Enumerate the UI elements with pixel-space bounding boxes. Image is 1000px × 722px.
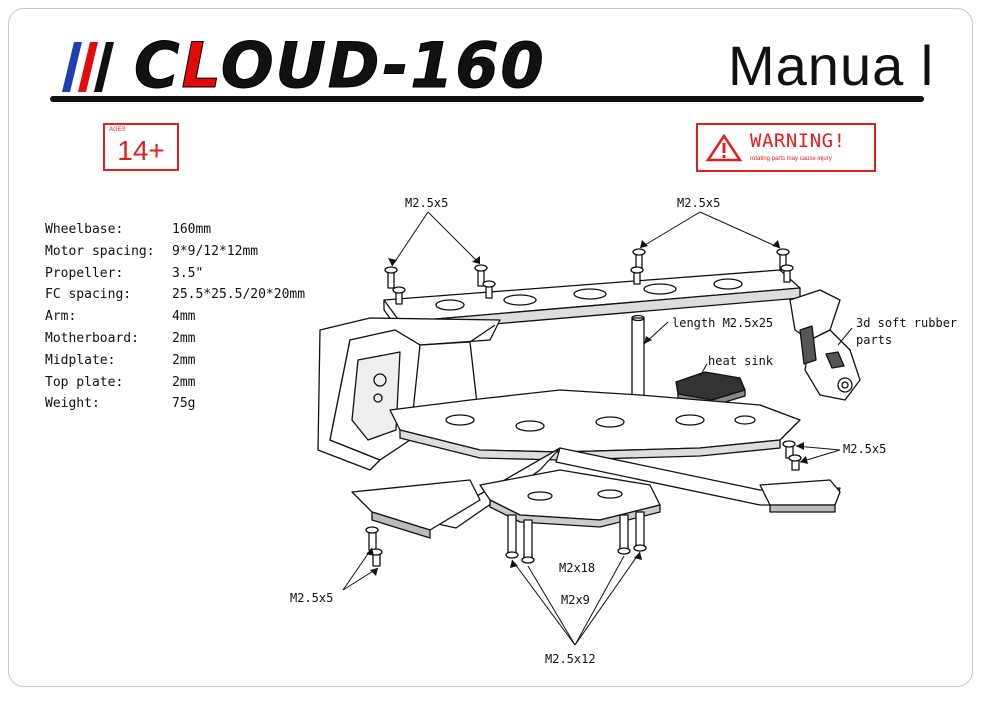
label-screw-right: M2.5x5 (843, 442, 887, 456)
label-soft-rubber-line1: 3d soft rubber (856, 316, 958, 330)
spec-key: Motherboard: (45, 330, 139, 346)
label-screw-top-right: M2.5x5 (677, 196, 721, 210)
brand-stripes-icon (62, 42, 114, 92)
label-screw-bottom-left: M2.5x5 (290, 591, 334, 605)
side-screws (365, 440, 802, 567)
mid-plate (389, 389, 801, 461)
leader-lines (342, 211, 853, 646)
spec-key: Arm: (45, 309, 77, 325)
label-soft-rubber-line2: parts (856, 333, 893, 347)
brand-title: CLOUD-160 (134, 29, 546, 102)
age-badge-caption: AGES (109, 127, 126, 133)
rubber-parts (789, 289, 861, 401)
age-badge: AGES 14+ (103, 123, 179, 171)
spec-key: Top plate: (45, 374, 124, 390)
warning-title: WARNING! (750, 130, 846, 152)
warning-subtitle: rotating parts may cause injury (750, 156, 832, 162)
spec-key: Propeller: (45, 265, 124, 281)
arms (351, 447, 841, 539)
spec-value: 75g (172, 396, 196, 412)
arrow-heads (366, 240, 808, 576)
header-rule (50, 96, 924, 102)
spec-value: 160mm (172, 222, 212, 237)
spec-value: 3.5" (172, 265, 204, 281)
label-m2x9: M2x9 (561, 593, 590, 607)
spec-value: 4mm (172, 309, 196, 325)
label-screw-bottom: M2.5x12 (545, 652, 596, 666)
spec-key: Weight: (45, 396, 100, 412)
spec-value: 2mm (172, 352, 196, 368)
spec-value: 9*9/12*12mm (172, 243, 259, 259)
spec-value: 25.5*25.5/20*20mm (172, 287, 306, 303)
brand-title-red: L (181, 29, 221, 102)
age-badge-value: 14+ (117, 135, 165, 166)
spec-key: Wheelbase: (45, 222, 124, 237)
spec-value: 2mm (172, 330, 196, 346)
label-m2x18: M2x18 (559, 561, 596, 575)
spec-value: 2mm (172, 374, 196, 390)
spec-key: Midplate: (45, 352, 116, 368)
top-screws (384, 248, 794, 305)
spec-key: Motor spacing: (45, 243, 155, 259)
label-heat-sink: heat sink (708, 354, 774, 368)
bottom-screws (505, 511, 647, 564)
label-screw-top-left: M2.5x5 (405, 196, 449, 210)
manual-heading: Manua l (728, 34, 935, 97)
warning-triangle-icon (706, 134, 742, 162)
warning-badge: WARNING! rotating parts may cause injury (696, 123, 876, 172)
spec-key: FC spacing: (45, 287, 132, 303)
label-standoff: length M2.5x25 (672, 316, 774, 330)
camera-cage (317, 317, 501, 471)
